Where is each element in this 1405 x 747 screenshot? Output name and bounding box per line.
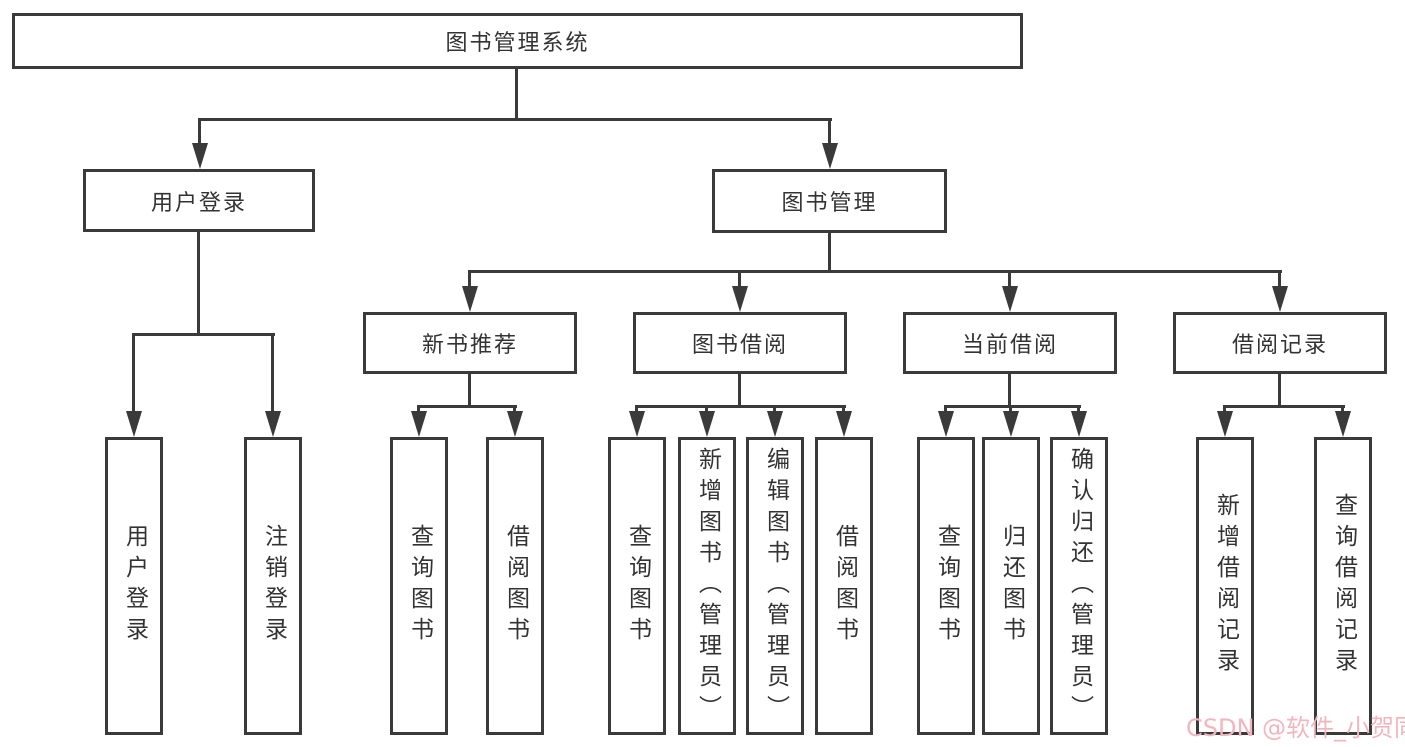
connector-line [468,272,471,288]
node-label: 图书管理系统 [445,31,590,56]
node-book-borrowing: 图书借阅 [633,312,847,374]
node-current-borrowing: 当前借阅 [903,312,1117,374]
arrow-down-icon [732,286,748,312]
leaf-query-books-borrowing: 查询图书 [608,437,666,735]
connector-line [468,270,1282,273]
node-label: 借阅图书 [502,524,529,648]
leaf-query-books-current: 查询图书 [917,437,975,735]
connector-line [1008,374,1011,407]
leaf-confirm-return-admin: 确认归还（管理员） [1050,437,1108,735]
leaf-return-books: 归还图书 [982,437,1040,735]
connector-line [1223,407,1226,413]
connector-line [468,374,471,407]
node-label: 查询图书 [933,524,960,648]
connector-line [1223,405,1345,408]
arrow-down-icon [507,411,523,437]
connector-line [738,272,741,288]
connector-line [513,407,516,413]
arrow-down-icon [265,411,281,437]
connector-line [944,407,947,413]
connector-line [944,405,1081,408]
node-label: 新书推荐 [421,333,518,358]
leaf-add-book-admin: 新增图书（管理员） [678,437,736,735]
connector-line [705,407,708,413]
arrow-down-icon [1335,411,1351,437]
leaf-add-borrow-record: 新增借阅记录 [1196,437,1254,735]
arrow-down-icon [1002,286,1018,312]
arrow-down-icon [1272,286,1288,312]
arrow-down-icon [462,286,478,312]
node-label: 查询图书 [624,524,651,648]
arrow-down-icon [1217,411,1233,437]
connector-line [198,120,201,145]
node-borrowing-records: 借阅记录 [1173,312,1387,374]
connector-line [738,374,741,407]
arrow-down-icon [836,411,852,437]
arrow-down-icon [192,143,208,169]
node-label: 新增图书（管理员） [694,446,721,726]
node-book-management: 图书管理 [712,169,947,233]
connector-line [828,120,831,145]
node-new-book-recommendation: 新书推荐 [363,312,577,374]
connector-line [515,69,518,120]
connector-line [635,407,638,413]
watermark: CSDN @软件_小贺同学 [1186,714,1405,742]
arrow-down-icon [1003,411,1019,437]
connector-line [1278,272,1281,288]
arrow-down-icon [1071,411,1087,437]
node-label: 用户登录 [121,524,148,648]
connector-line [197,232,200,335]
leaf-borrow-books-recommend: 借阅图书 [486,437,544,735]
node-label: 用户登录 [150,190,247,216]
leaf-user-login: 用户登录 [105,437,163,735]
node-label: 确认归还（管理员） [1066,446,1093,726]
node-label: 图书借阅 [691,333,788,358]
connector-line [1341,407,1344,413]
connector-line [132,335,135,413]
leaf-query-borrow-record: 查询借阅记录 [1314,437,1372,735]
node-label: 查询借阅记录 [1330,493,1357,679]
arrow-down-icon [938,411,954,437]
arrow-down-icon [822,143,838,169]
leaf-logout-login: 注销登录 [244,437,302,735]
connector-line [417,407,420,413]
leaf-query-books-recommend: 查询图书 [390,437,448,735]
leaf-edit-book-admin: 编辑图书（管理员） [746,437,804,735]
connector-line [773,407,776,413]
connector-line [271,335,274,413]
connector-line [1009,407,1012,413]
node-label: 当前借阅 [961,333,1058,358]
node-label: 借阅图书 [831,524,858,648]
arrow-down-icon [629,411,645,437]
connector-line [417,405,517,408]
node-user-login: 用户登录 [83,169,315,232]
connector-line [132,333,275,336]
arrow-down-icon [126,411,142,437]
connector-line [1077,407,1080,413]
node-label: 归还图书 [998,524,1025,648]
connector-line [828,233,831,272]
connector-line [1008,272,1011,288]
connector-line [842,407,845,413]
arrow-down-icon [699,411,715,437]
node-label: 编辑图书（管理员） [762,446,789,726]
connector-line [198,118,832,121]
arrow-down-icon [767,411,783,437]
node-label: 注销登录 [260,524,287,648]
node-label: 查询图书 [406,524,433,648]
node-label: 新增借阅记录 [1212,493,1239,679]
node-label: 借阅记录 [1231,333,1328,358]
arrow-down-icon [411,411,427,437]
node-label: 图书管理 [781,191,878,216]
connector-line [635,405,846,408]
leaf-borrow-books-borrowing: 借阅图书 [815,437,873,735]
node-library-management-system: 图书管理系统 [12,13,1023,69]
connector-line [1278,374,1281,407]
